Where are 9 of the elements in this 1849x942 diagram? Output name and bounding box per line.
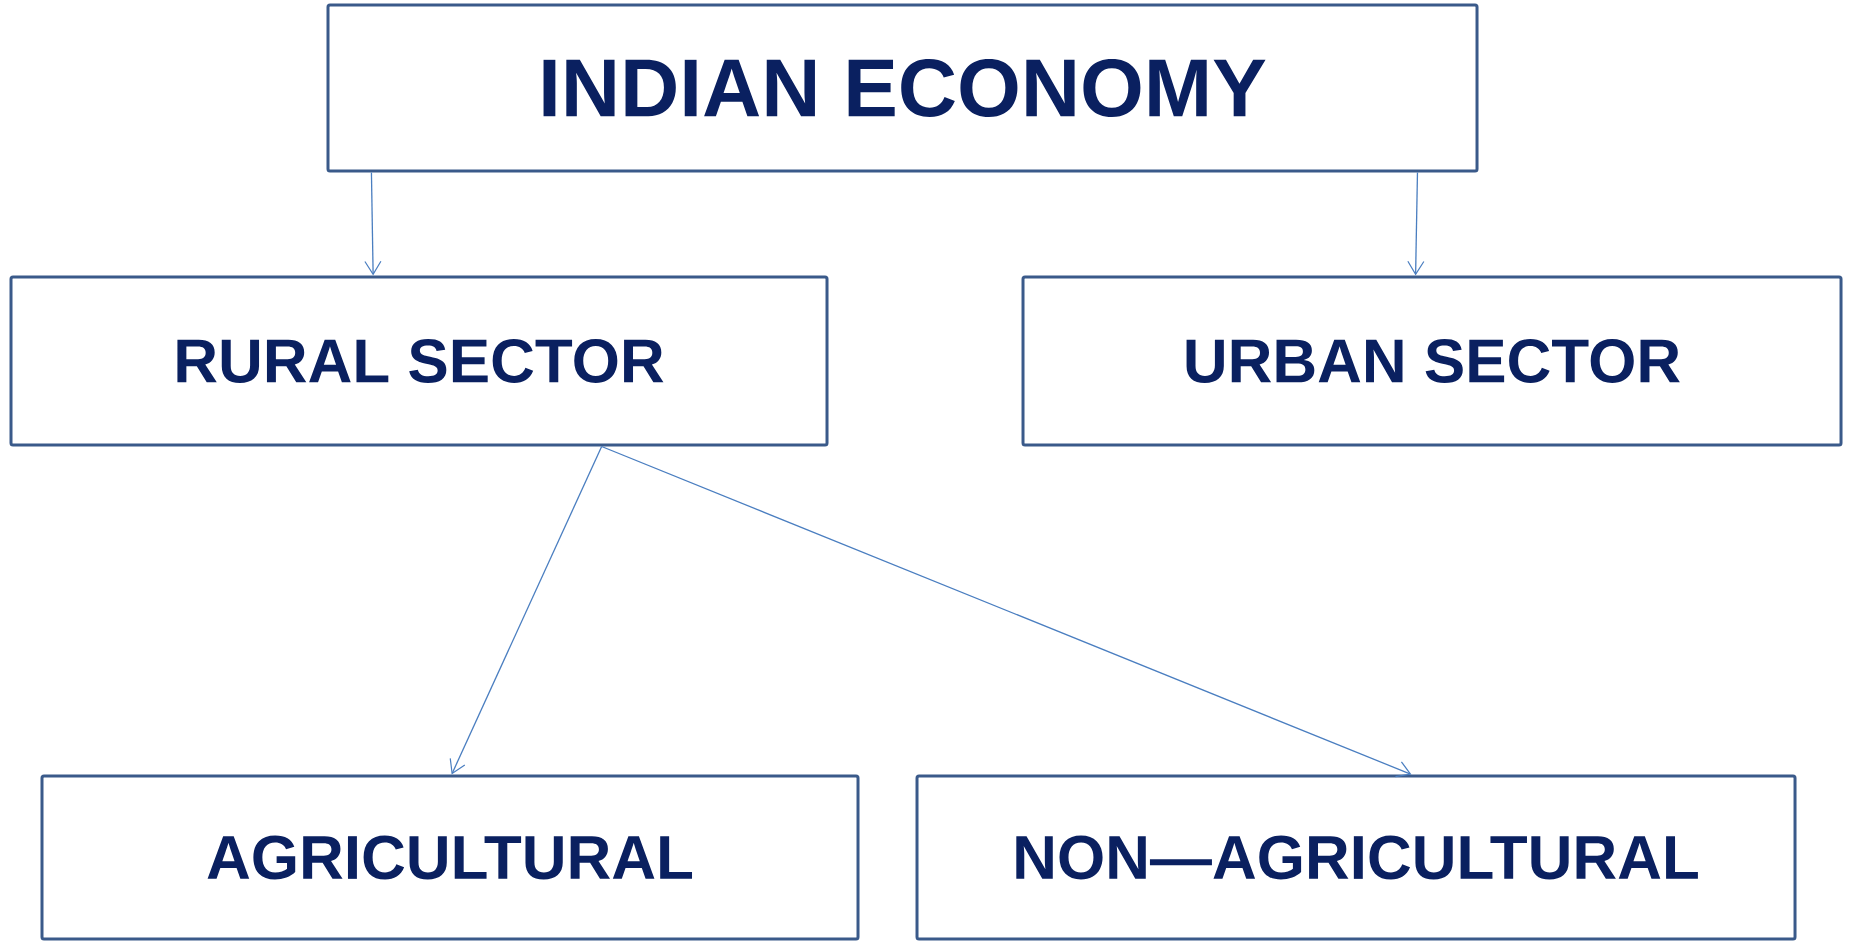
arrow (1407, 171, 1425, 276)
sector-box: NON—AGRICULTURAL (915, 774, 1797, 941)
arrow (364, 171, 382, 276)
sector-box: RURAL SECTOR (9, 275, 829, 447)
arrow (449, 445, 603, 775)
sector-box: INDIAN ECONOMY (326, 3, 1479, 173)
arrow (601, 445, 1412, 778)
sector-box: URBAN SECTOR (1021, 275, 1843, 447)
sector-box: AGRICULTURAL (40, 774, 860, 941)
